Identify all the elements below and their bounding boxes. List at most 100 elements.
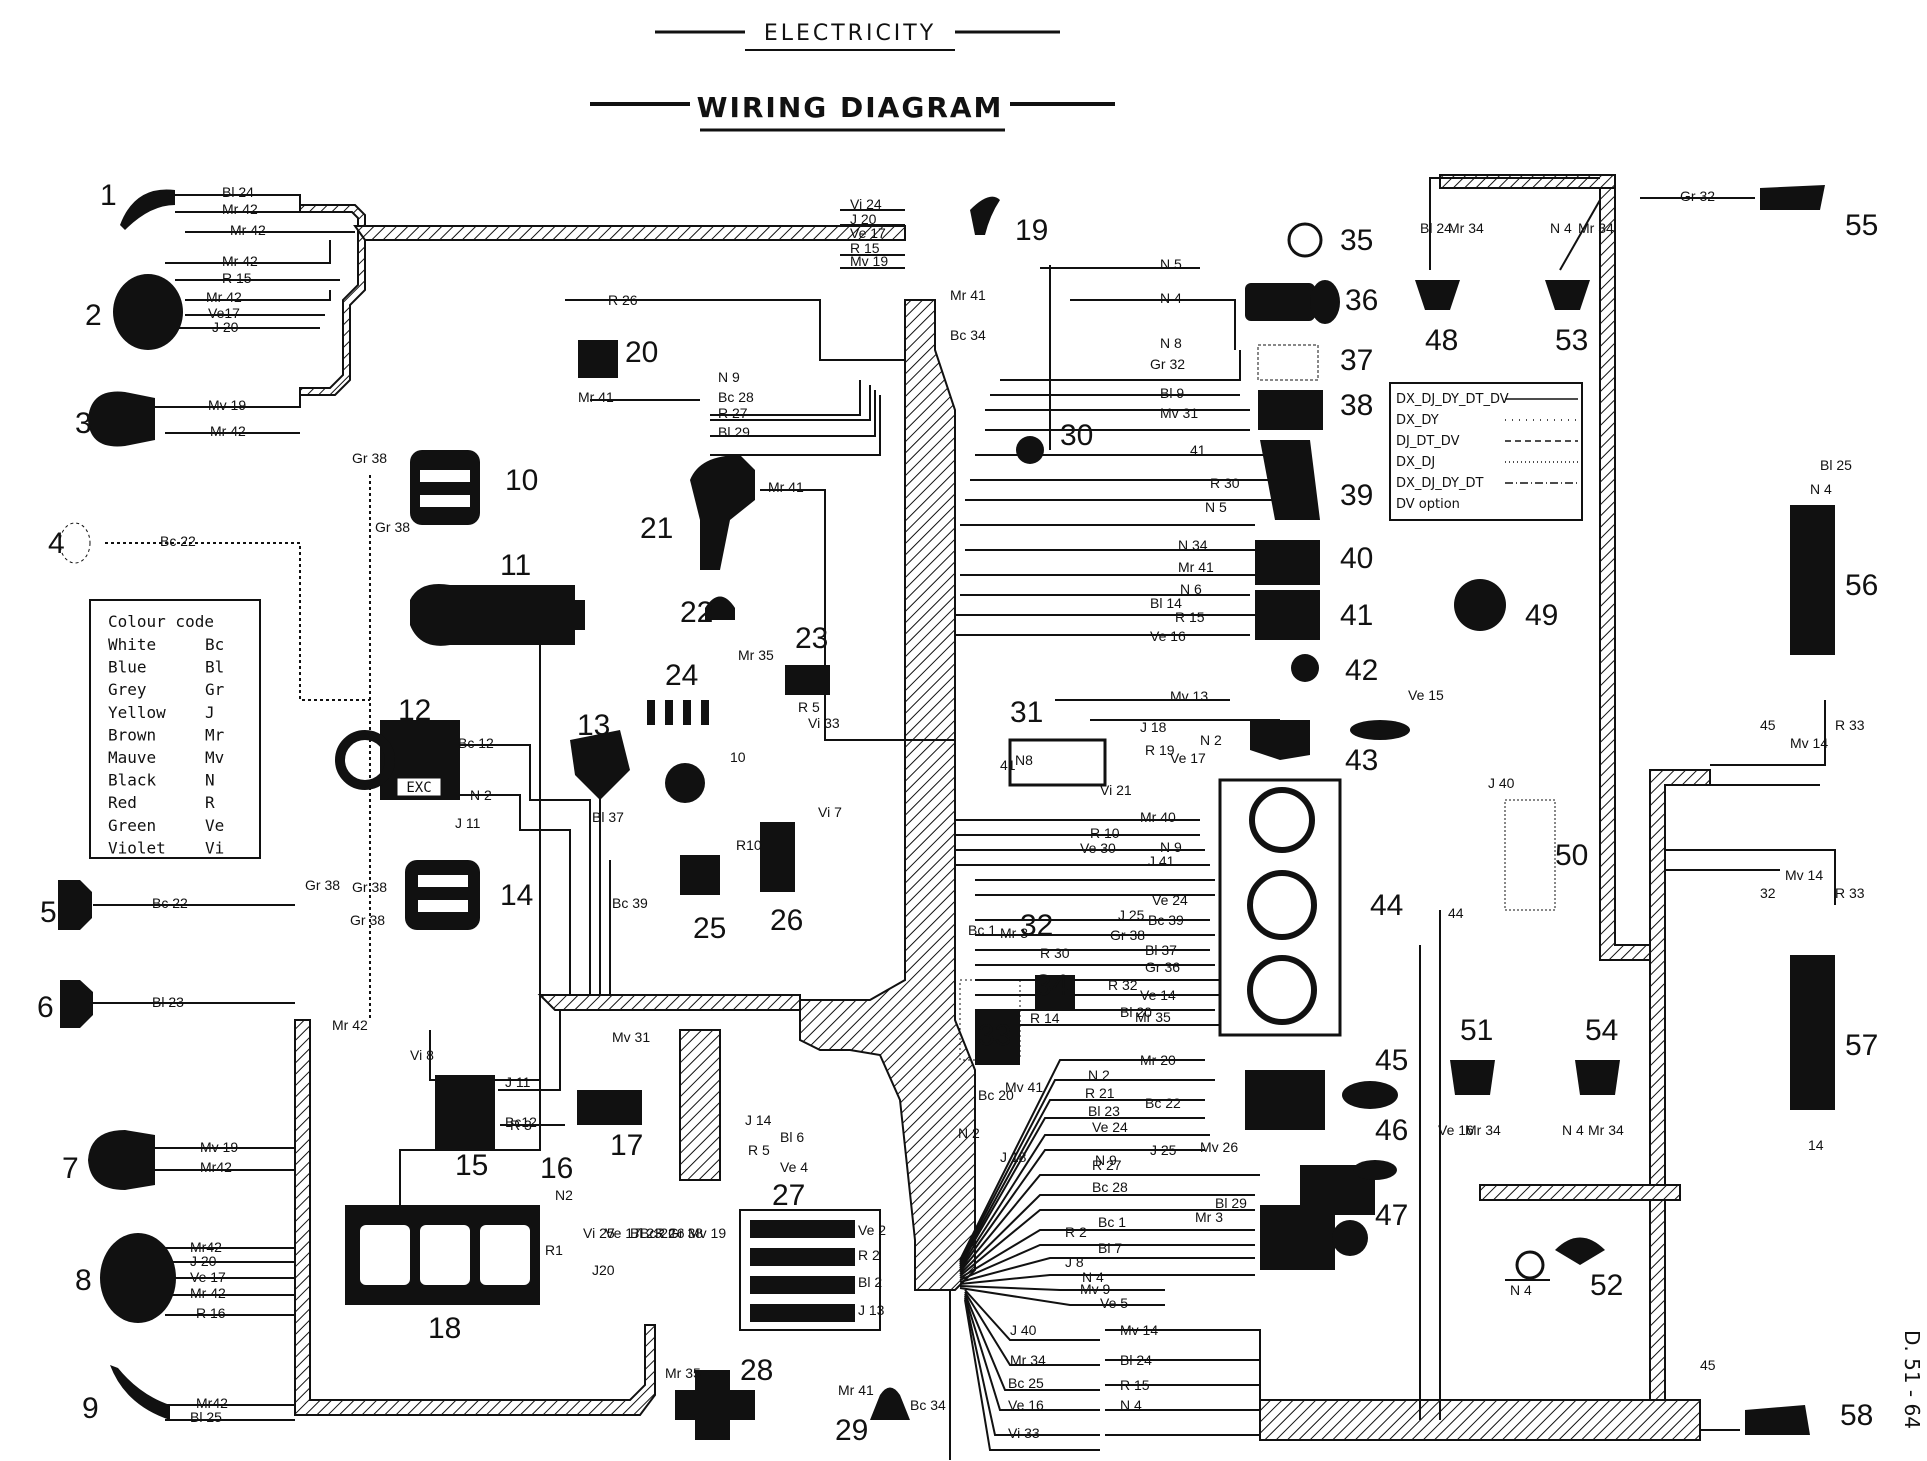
- wire-label: Vi 8: [410, 1047, 434, 1063]
- clock-37-icon: [1257, 344, 1319, 381]
- side-lamp-icon: [88, 391, 155, 447]
- wire-label: Mr 35: [1135, 1009, 1171, 1025]
- wire-label: N 6: [1180, 581, 1202, 597]
- wire-label: R 26: [608, 292, 638, 308]
- component-number: 37: [1340, 344, 1373, 377]
- wire-label: Bl 23: [152, 994, 184, 1010]
- wire-label: Mv 19: [688, 1225, 726, 1241]
- line-legend-label: DX_DJ_DY_DT_DV: [1396, 392, 1509, 407]
- harness-top: [353, 225, 906, 241]
- lamp-6-icon: [60, 980, 93, 1028]
- wire-label: Vi 7: [818, 804, 842, 820]
- wire-label: Mr 42: [190, 1285, 226, 1301]
- section-title: ELECTRICITY: [764, 21, 936, 46]
- colour-abbrev: Mv: [205, 748, 224, 767]
- lamp-54-icon: [1575, 1060, 1620, 1095]
- wire-label: Mr42: [200, 1159, 232, 1175]
- headlamp-icon: [113, 274, 183, 350]
- component-number: 44: [1370, 889, 1403, 922]
- wire-label: Ve 16: [1008, 1397, 1044, 1413]
- wire-label: Bl 25: [1820, 457, 1852, 473]
- wire-label: Bc 34: [910, 1397, 946, 1413]
- line-legend-label: DX_DJ_DY_DT: [1396, 476, 1484, 491]
- wire-label: Bl 2: [858, 1274, 882, 1290]
- wire-label: Gr 38: [352, 879, 387, 895]
- wire-label: Mr 41: [768, 479, 804, 495]
- wire-label: R 27: [718, 405, 748, 421]
- harness-network: [294, 174, 1711, 1441]
- wire-label: 45: [1760, 717, 1776, 733]
- switch-45-icon: [1245, 1070, 1325, 1130]
- wire-label: Bc 28: [1092, 1179, 1128, 1195]
- component-number: 58: [1840, 1399, 1873, 1432]
- colour-name: Black: [108, 771, 157, 790]
- switch-41-icon: [1255, 590, 1320, 640]
- wire-label: Bc 28: [718, 389, 754, 405]
- wire-label: Vi 21: [1100, 782, 1132, 798]
- colour-abbrev: Ve: [205, 816, 224, 835]
- component-number: 57: [1845, 1029, 1878, 1062]
- wire-label: Ve 14: [1140, 987, 1176, 1003]
- wire-label: J 20: [850, 211, 877, 227]
- wire-label: R 27: [1092, 1157, 1122, 1173]
- wire-label: Bl 20: [1120, 1004, 1152, 1020]
- horn-icon: [120, 189, 175, 230]
- wire-label: J20: [592, 1262, 615, 1278]
- component-number: 40: [1340, 542, 1373, 575]
- component-number: 3: [75, 407, 92, 440]
- harness-center-trunk: [799, 299, 976, 1291]
- switch-20-icon: [578, 340, 618, 378]
- wire-label: Bc 34: [950, 327, 986, 343]
- wire-label: Bl 7: [1098, 1240, 1122, 1256]
- lamp-55-icon: [1760, 185, 1825, 210]
- switch-43-icon: [1250, 720, 1310, 760]
- component-number: 41: [1340, 599, 1373, 632]
- distributor-icon: [665, 763, 705, 803]
- wire-label: Mr 41: [578, 389, 614, 405]
- wire-label: Ve 5: [1100, 1295, 1128, 1311]
- wire-label: N 2: [1088, 1067, 1110, 1083]
- wire-label: N 4: [1810, 481, 1832, 497]
- component-number: 39: [1340, 479, 1373, 512]
- lamp-48-icon: [1415, 280, 1460, 310]
- wire-label: Mv 14: [1785, 867, 1823, 883]
- wire-label: N8: [1015, 752, 1033, 768]
- wire-label: Ve 17: [850, 225, 886, 241]
- sensor-25-icon: [680, 855, 720, 895]
- harness-15: [679, 1029, 721, 1181]
- component-number: 36: [1345, 284, 1378, 317]
- wire-label: R 30: [1040, 945, 1070, 961]
- wire-label: Bc12: [505, 1114, 537, 1130]
- lamp-5-icon: [58, 880, 92, 930]
- wire-label: R 33: [1835, 885, 1865, 901]
- line-legend-box: [1389, 382, 1583, 521]
- colour-name: Mauve: [108, 748, 156, 767]
- colour-abbrev: Vi: [205, 838, 224, 857]
- wire-label: 43: [0, 0, 16, 3]
- wire-label: 45: [1700, 1357, 1716, 1373]
- flasher-17-icon: [577, 1090, 642, 1125]
- wire-label: Bc 25: [1008, 1375, 1044, 1391]
- lamp-bar-57: [1790, 955, 1835, 1110]
- component-number: 18: [428, 1312, 461, 1345]
- wire-label: N 4: [1082, 1269, 1104, 1285]
- wire-label: R 15: [222, 270, 252, 286]
- lamp-51-icon: [1450, 1060, 1495, 1095]
- colour-name: Green: [108, 816, 156, 835]
- component-number: 51: [1460, 1014, 1493, 1047]
- wire-label: R 5: [748, 1142, 770, 1158]
- line-legend-label: DX_DY: [1396, 413, 1439, 428]
- wire-label: 32: [1760, 885, 1776, 901]
- colour-code-title: Colour code: [108, 612, 214, 631]
- wire-label: Mv 26: [1200, 1139, 1238, 1155]
- wire-label: Ve 16: [1150, 628, 1186, 644]
- switch-40-icon: [1255, 540, 1320, 585]
- wire-label: Bc 22: [640, 1225, 676, 1241]
- component-number: 4: [48, 527, 65, 560]
- wire-label: Mr 34: [1578, 220, 1614, 236]
- colour-name: Yellow: [108, 703, 166, 722]
- colour-abbrev: R: [205, 793, 215, 812]
- wire-label: Mv 31: [1160, 405, 1198, 421]
- wire-label: J 25: [1150, 1142, 1177, 1158]
